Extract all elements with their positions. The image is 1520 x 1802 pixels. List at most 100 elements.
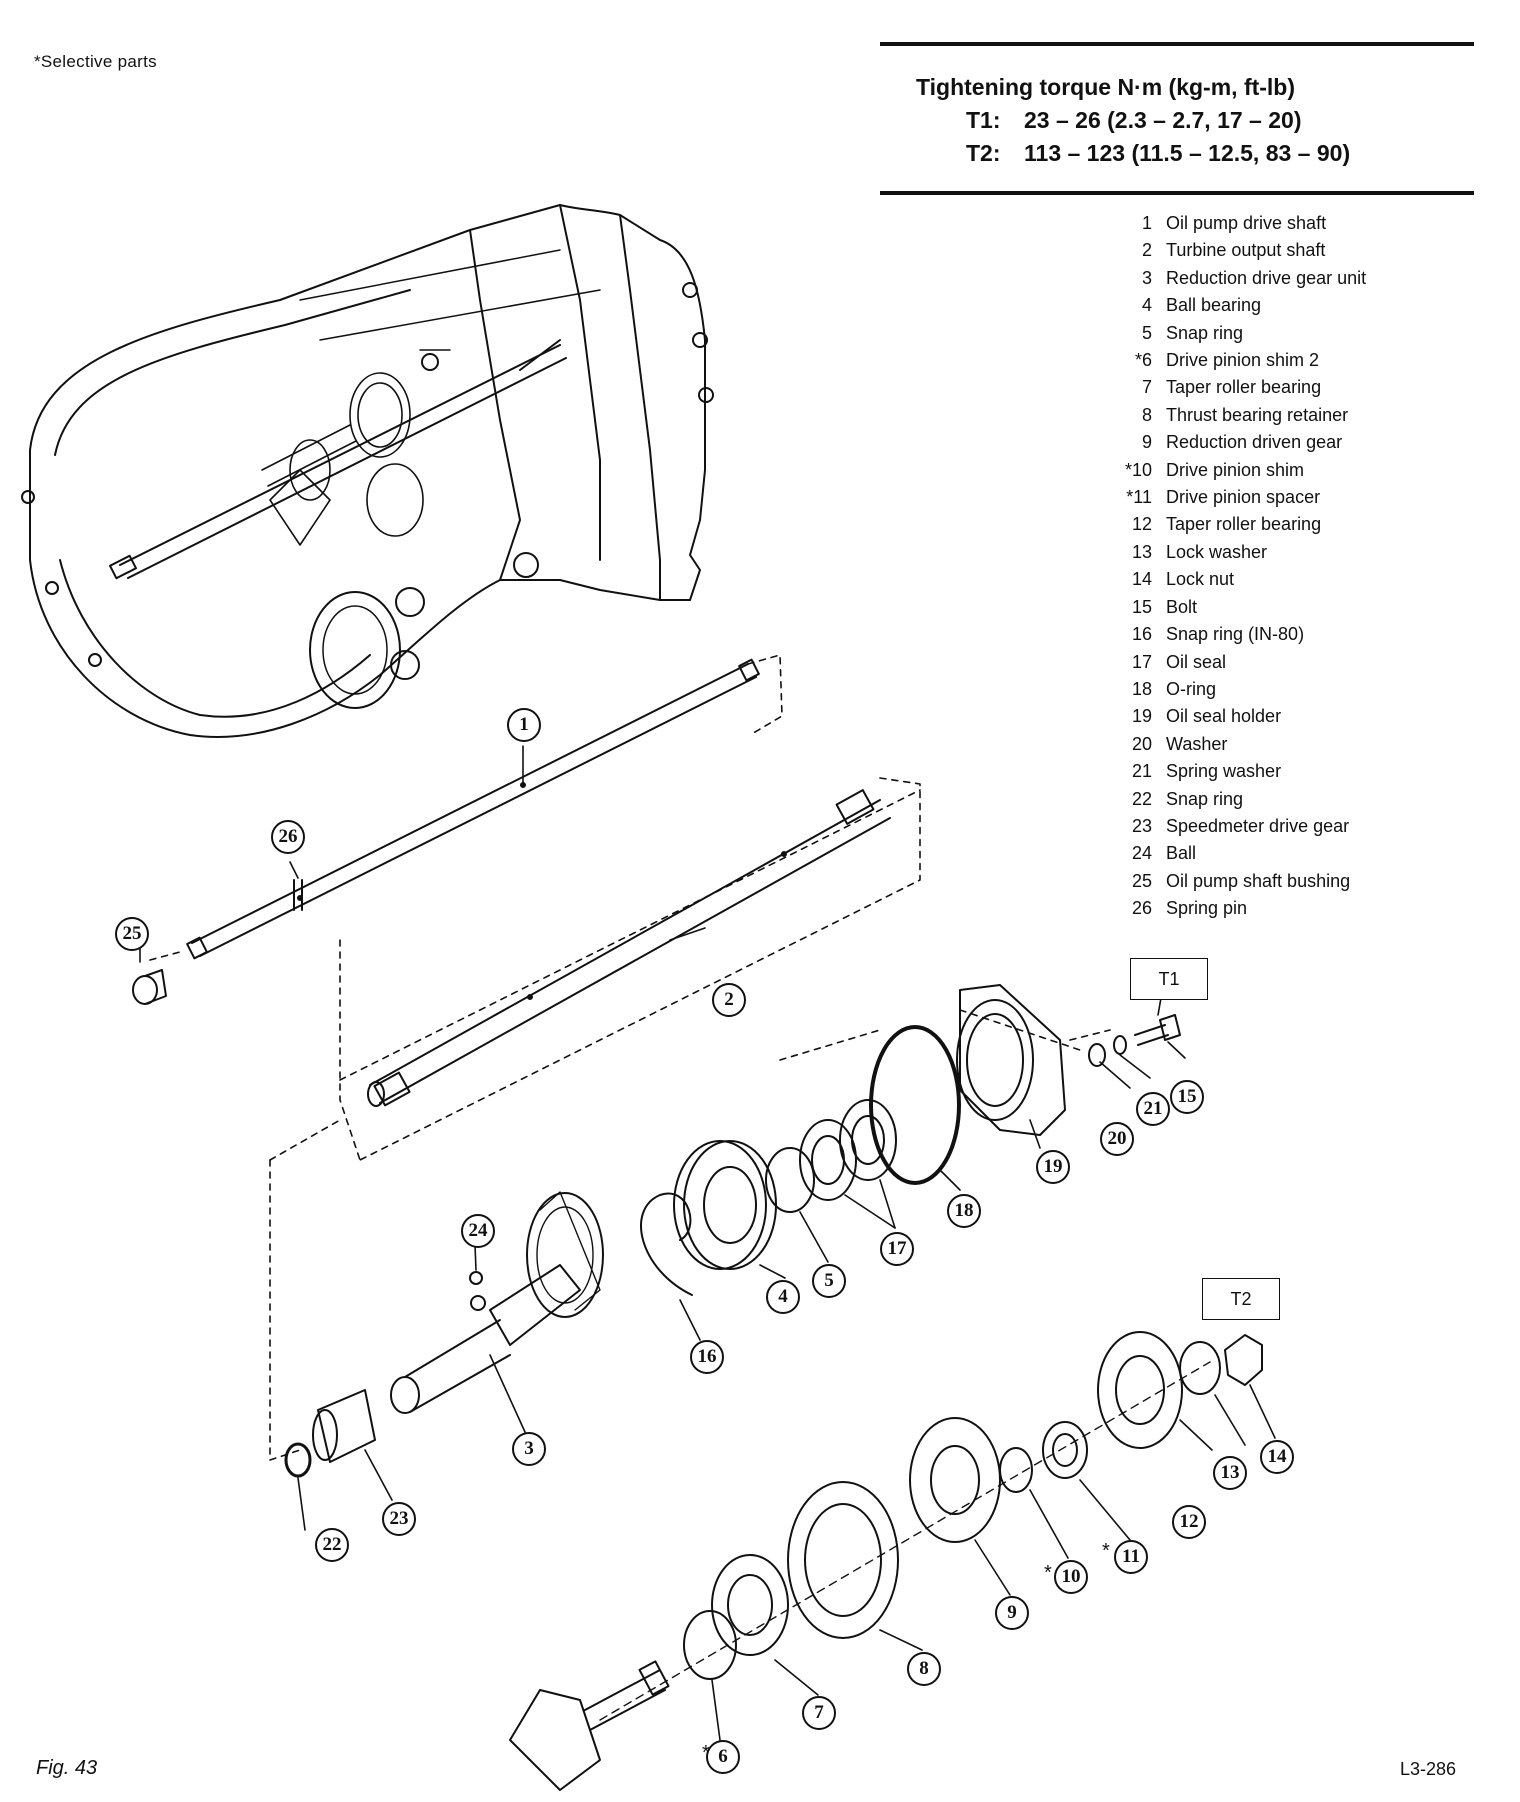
spring-washer: [1113, 1035, 1127, 1055]
callout-13: 13: [1213, 1456, 1247, 1490]
torque-row-t2: T2: 113 – 123 (11.5 – 12.5, 83 – 90): [880, 140, 1474, 167]
callout-22: 22: [315, 1528, 349, 1562]
lock-washer: [1179, 1341, 1221, 1395]
callout-19: 19: [1036, 1150, 1070, 1184]
callout-5: 5: [812, 1264, 846, 1298]
taper-roller-bearing-7: [711, 1554, 789, 1656]
torque-label: T1:: [966, 107, 1001, 133]
torque-value: 23 – 26 (2.3 – 2.7, 17 – 20): [1024, 107, 1302, 133]
reduction-drive-gear-unit: [390, 1191, 604, 1414]
snap-ring-in80: [640, 1192, 693, 1296]
callout-12: 12: [1172, 1505, 1206, 1539]
torque-value: 113 – 123 (11.5 – 12.5, 83 – 90): [1024, 140, 1351, 166]
thrust-bearing-retainer: [787, 1481, 899, 1639]
torque-tag-t1: T1: [1130, 958, 1208, 1000]
callout-2: 2: [712, 983, 746, 1017]
top-rule: [880, 42, 1474, 46]
drive-pinion: [509, 1660, 670, 1791]
callout-1: 1: [507, 708, 541, 742]
callout-25: 25: [115, 917, 149, 951]
selective-mark: *: [702, 1742, 710, 1764]
torque-tag-t2: T2: [1202, 1278, 1280, 1320]
torque-row-t1: T1: 23 – 26 (2.3 – 2.7, 17 – 20): [880, 107, 1474, 134]
turbine-output-shaft: [367, 789, 891, 1107]
callout-23: 23: [382, 1502, 416, 1536]
callout-7: 7: [802, 1696, 836, 1730]
torque-label: T2:: [966, 140, 1001, 166]
o-ring: [869, 1025, 961, 1185]
figure-label: Fig. 43: [36, 1757, 98, 1779]
snap-ring-small: [284, 1442, 312, 1478]
torque-spec-box: Tightening torque N·m (kg-m, ft-lb) T1: 2…: [880, 42, 1474, 195]
callout-8: 8: [907, 1652, 941, 1686]
callout-11: 11: [1114, 1540, 1148, 1574]
speedmeter-drive-gear: [312, 1389, 376, 1463]
lock-nut: [1224, 1334, 1263, 1386]
callout-20: 20: [1100, 1122, 1134, 1156]
leader-lines: [139, 745, 1276, 1741]
bolt: [1134, 1014, 1181, 1046]
washer: [1088, 1043, 1106, 1067]
dashed-guide-lines: [149, 654, 1111, 1461]
drive-pinion-shim: [999, 1447, 1033, 1493]
callout-14: 14: [1260, 1440, 1294, 1474]
callout-24: 24: [461, 1214, 495, 1248]
callout-4: 4: [766, 1280, 800, 1314]
snap-ring: [765, 1147, 815, 1213]
callout-18: 18: [947, 1194, 981, 1228]
callout-9: 9: [995, 1596, 1029, 1630]
callout-15: 15: [1170, 1080, 1204, 1114]
taper-roller-bearing-12: [1097, 1331, 1183, 1449]
selective-mark: *: [1102, 1540, 1110, 1562]
callout-17: 17: [880, 1232, 914, 1266]
spring-pin: [293, 879, 303, 911]
callout-21: 21: [1136, 1092, 1170, 1126]
selective-mark: *: [1044, 1562, 1052, 1584]
callout-26: 26: [271, 820, 305, 854]
oil-pump-shaft-bushing: [132, 969, 167, 1005]
callout-16: 16: [690, 1340, 724, 1374]
callout-3: 3: [512, 1432, 546, 1466]
selective-parts-note: *Selective parts: [34, 52, 157, 71]
callout-6: 6: [706, 1740, 740, 1774]
transmission-case: [21, 204, 714, 738]
torque-title: Tightening torque N·m (kg-m, ft-lb): [916, 74, 1296, 100]
callout-10: 10: [1054, 1560, 1088, 1594]
figure-code: L3-286: [1400, 1759, 1457, 1779]
drive-pinion-spacer: [1042, 1421, 1088, 1479]
oil-seal-holder: [956, 984, 1066, 1136]
ball-bearing: [673, 1140, 777, 1270]
reduction-driven-gear: [909, 1417, 1001, 1543]
oil-seals: [799, 1099, 897, 1201]
ball: [469, 1271, 483, 1285]
bottom-rule: [880, 191, 1474, 195]
